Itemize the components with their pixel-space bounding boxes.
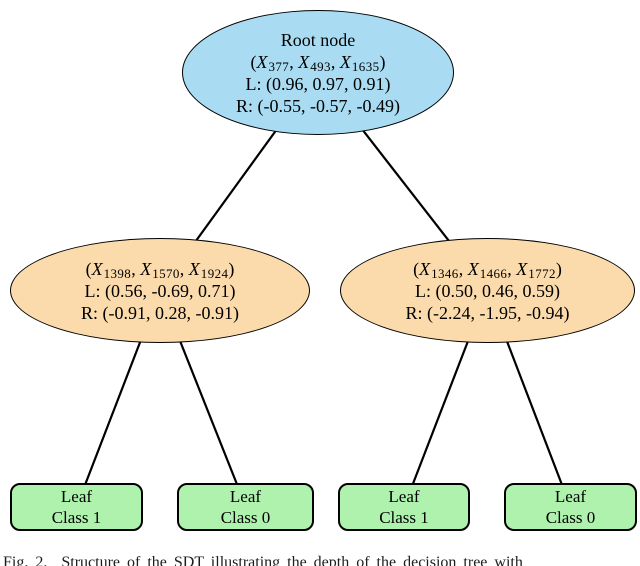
internal-node-left-left-weights: L: (0.56, -0.69, 0.71) — [84, 280, 236, 301]
internal-node-right-right-weights: R: (-2.24, -1.95, -0.94) — [405, 302, 570, 323]
root-node: Root node (X377, X493, X1635) L: (0.96, … — [182, 10, 454, 135]
figure-caption: Fig. 2. Structure of the SDT illustrating… — [3, 553, 640, 566]
internal-node-left-right-weights: R: (-0.91, 0.28, -0.91) — [81, 302, 239, 323]
root-node-left-weights: L: (0.96, 0.97, 0.91) — [245, 73, 391, 94]
figure-caption-label: Fig. 2. — [3, 554, 48, 566]
leaf-node-1-label: Leaf — [60, 487, 93, 506]
leaf-node-1-class: Class 1 — [51, 508, 102, 527]
root-node-title: Root node — [280, 29, 356, 50]
leaf-node-2: Leaf Class 0 — [177, 483, 314, 531]
internal-node-right-features: (X1346, X1466, X1772) — [413, 258, 562, 281]
internal-node-right: (X1346, X1466, X1772) L: (0.50, 0.46, 0.… — [340, 238, 635, 343]
leaf-node-1: Leaf Class 1 — [10, 483, 143, 531]
internal-node-left-features: (X1398, X1570, X1924) — [85, 258, 235, 281]
leaf-node-2-class: Class 0 — [220, 508, 271, 527]
leaf-node-4: Leaf Class 0 — [504, 483, 637, 531]
root-node-right-weights: R: (-0.55, -0.57, -0.49) — [236, 95, 400, 116]
root-node-features: (X377, X493, X1635) — [250, 51, 386, 74]
leaf-node-4-class: Class 0 — [545, 508, 596, 527]
leaf-node-2-label: Leaf — [229, 487, 262, 506]
leaf-node-4-label: Leaf — [554, 487, 587, 506]
internal-node-right-left-weights: L: (0.50, 0.46, 0.59) — [415, 280, 560, 301]
leaf-node-3-label: Leaf — [388, 487, 420, 506]
figure-caption-text: Structure of the SDT illustrating the de… — [61, 554, 523, 566]
leaf-node-3: Leaf Class 1 — [338, 483, 470, 531]
leaf-node-3-class: Class 1 — [379, 508, 429, 527]
internal-node-left: (X1398, X1570, X1924) L: (0.56, -0.69, 0… — [10, 238, 310, 343]
